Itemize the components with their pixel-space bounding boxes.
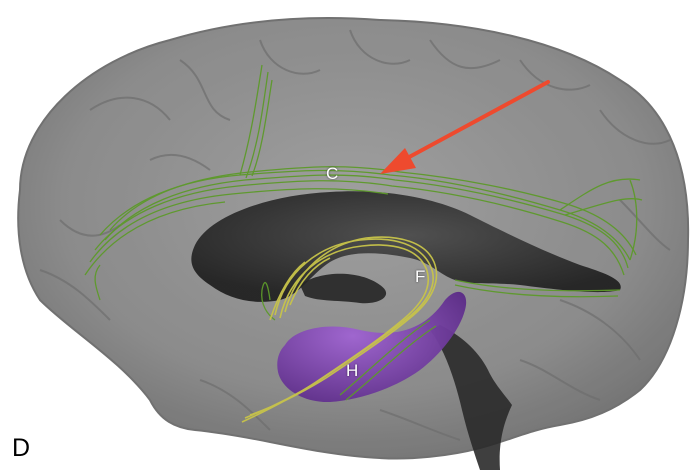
lateral-ventricle <box>191 191 621 470</box>
cingulum-bundle <box>84 64 643 401</box>
fornix-bundle <box>241 236 438 423</box>
red-arrow-icon <box>380 80 550 174</box>
panel-label: D <box>12 434 31 462</box>
label-fornix: F <box>415 267 426 286</box>
label-hippocampus: H <box>346 361 359 380</box>
label-cingulum: C <box>326 164 339 183</box>
